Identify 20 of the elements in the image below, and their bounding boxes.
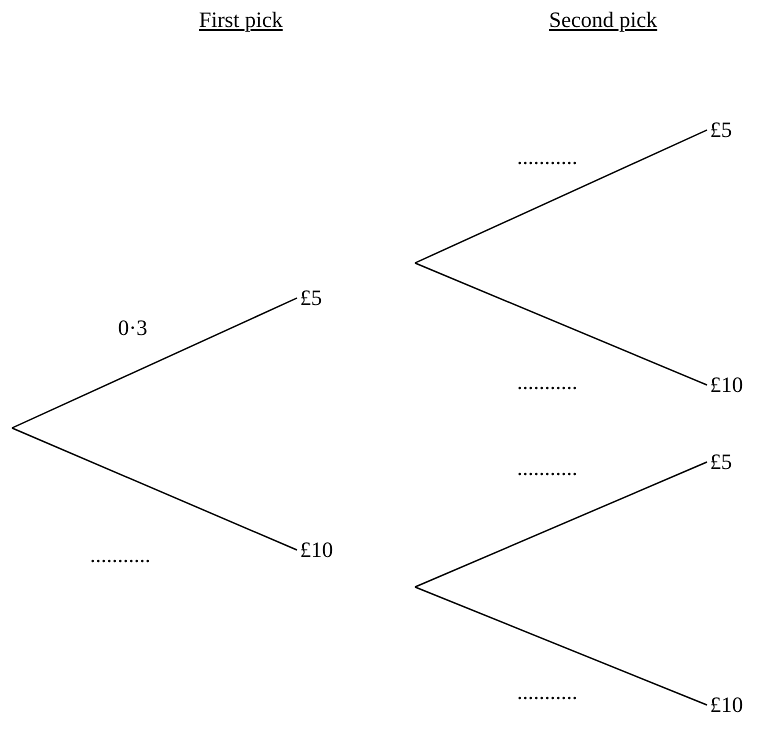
probability-label: ........... bbox=[517, 369, 578, 395]
tree-branch bbox=[414, 129, 708, 264]
tree-branch bbox=[414, 461, 708, 588]
outcome-label: £5 bbox=[710, 449, 732, 475]
outcome-label: £10 bbox=[300, 537, 333, 563]
probability-label: ........... bbox=[517, 679, 578, 705]
probability-label: ........... bbox=[90, 542, 150, 568]
tree-branch bbox=[414, 586, 708, 706]
probability-label: ........... bbox=[517, 455, 578, 481]
probability-label: 0·3 bbox=[118, 315, 148, 341]
outcome-label: £5 bbox=[300, 285, 322, 311]
column-heading: First pick bbox=[199, 7, 283, 33]
probability-label: ........... bbox=[517, 144, 578, 170]
tree-branch bbox=[414, 262, 708, 386]
tree-branch bbox=[12, 427, 298, 551]
tree-branch bbox=[12, 297, 298, 429]
outcome-label: £10 bbox=[710, 692, 743, 718]
outcome-label: £10 bbox=[710, 372, 743, 398]
column-heading: Second pick bbox=[549, 7, 658, 33]
outcome-label: £5 bbox=[710, 117, 732, 143]
